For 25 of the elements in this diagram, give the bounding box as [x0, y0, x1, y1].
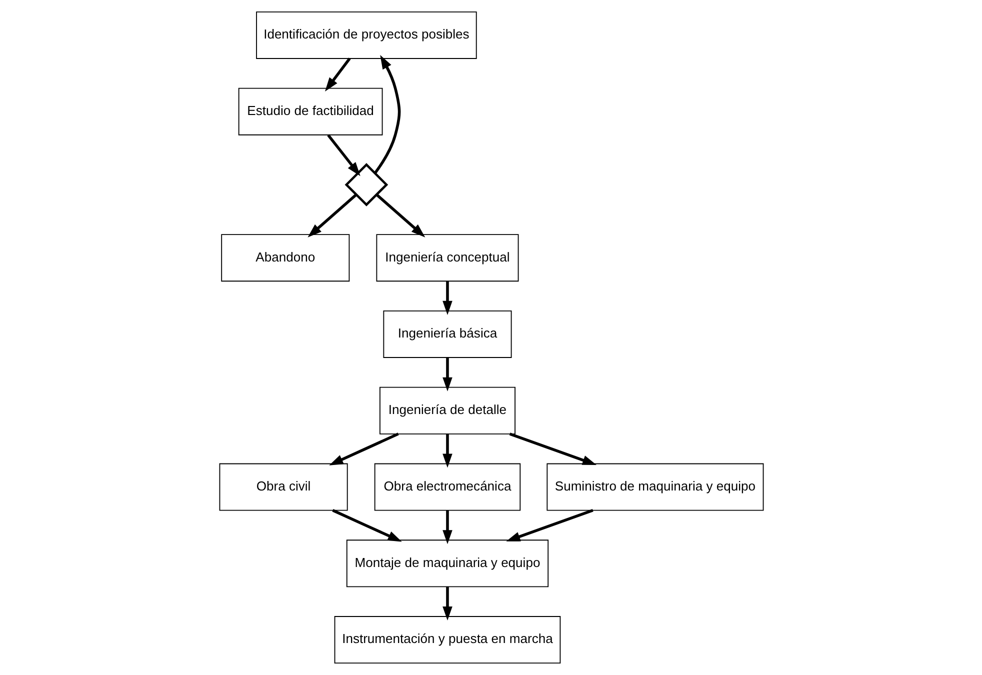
arrow: [442, 358, 452, 392]
node-box: Suministro de maquinaria y equipo: [546, 463, 764, 511]
node-box: Abandono: [220, 234, 350, 282]
node-box: Ingeniería conceptual: [376, 234, 518, 282]
node-box: Ingeniería básica: [382, 310, 512, 358]
arrow: [374, 55, 400, 174]
arrow: [307, 194, 357, 238]
arrow: [442, 281, 452, 315]
arrow: [442, 586, 452, 620]
arrow: [326, 134, 360, 176]
node-box: Ingeniería de detalle: [378, 386, 515, 434]
arrow: [508, 432, 596, 466]
arrow: [506, 508, 593, 542]
arrow: [442, 510, 452, 544]
node-box: Instrumentación y puesta en marcha: [334, 616, 560, 664]
node-box: Montaje de maquinaria y equipo: [346, 540, 548, 588]
arrow: [375, 194, 425, 238]
arrow: [332, 509, 402, 542]
node-box: Obra civil: [218, 463, 348, 511]
arrow: [442, 434, 452, 468]
node-box: Identificación de proyectos posibles: [256, 11, 476, 59]
arrow: [324, 58, 350, 92]
node-box: Estudio de factibilidad: [238, 88, 382, 136]
arrow: [328, 432, 398, 466]
node-box: Obra electromecánica: [374, 463, 520, 511]
